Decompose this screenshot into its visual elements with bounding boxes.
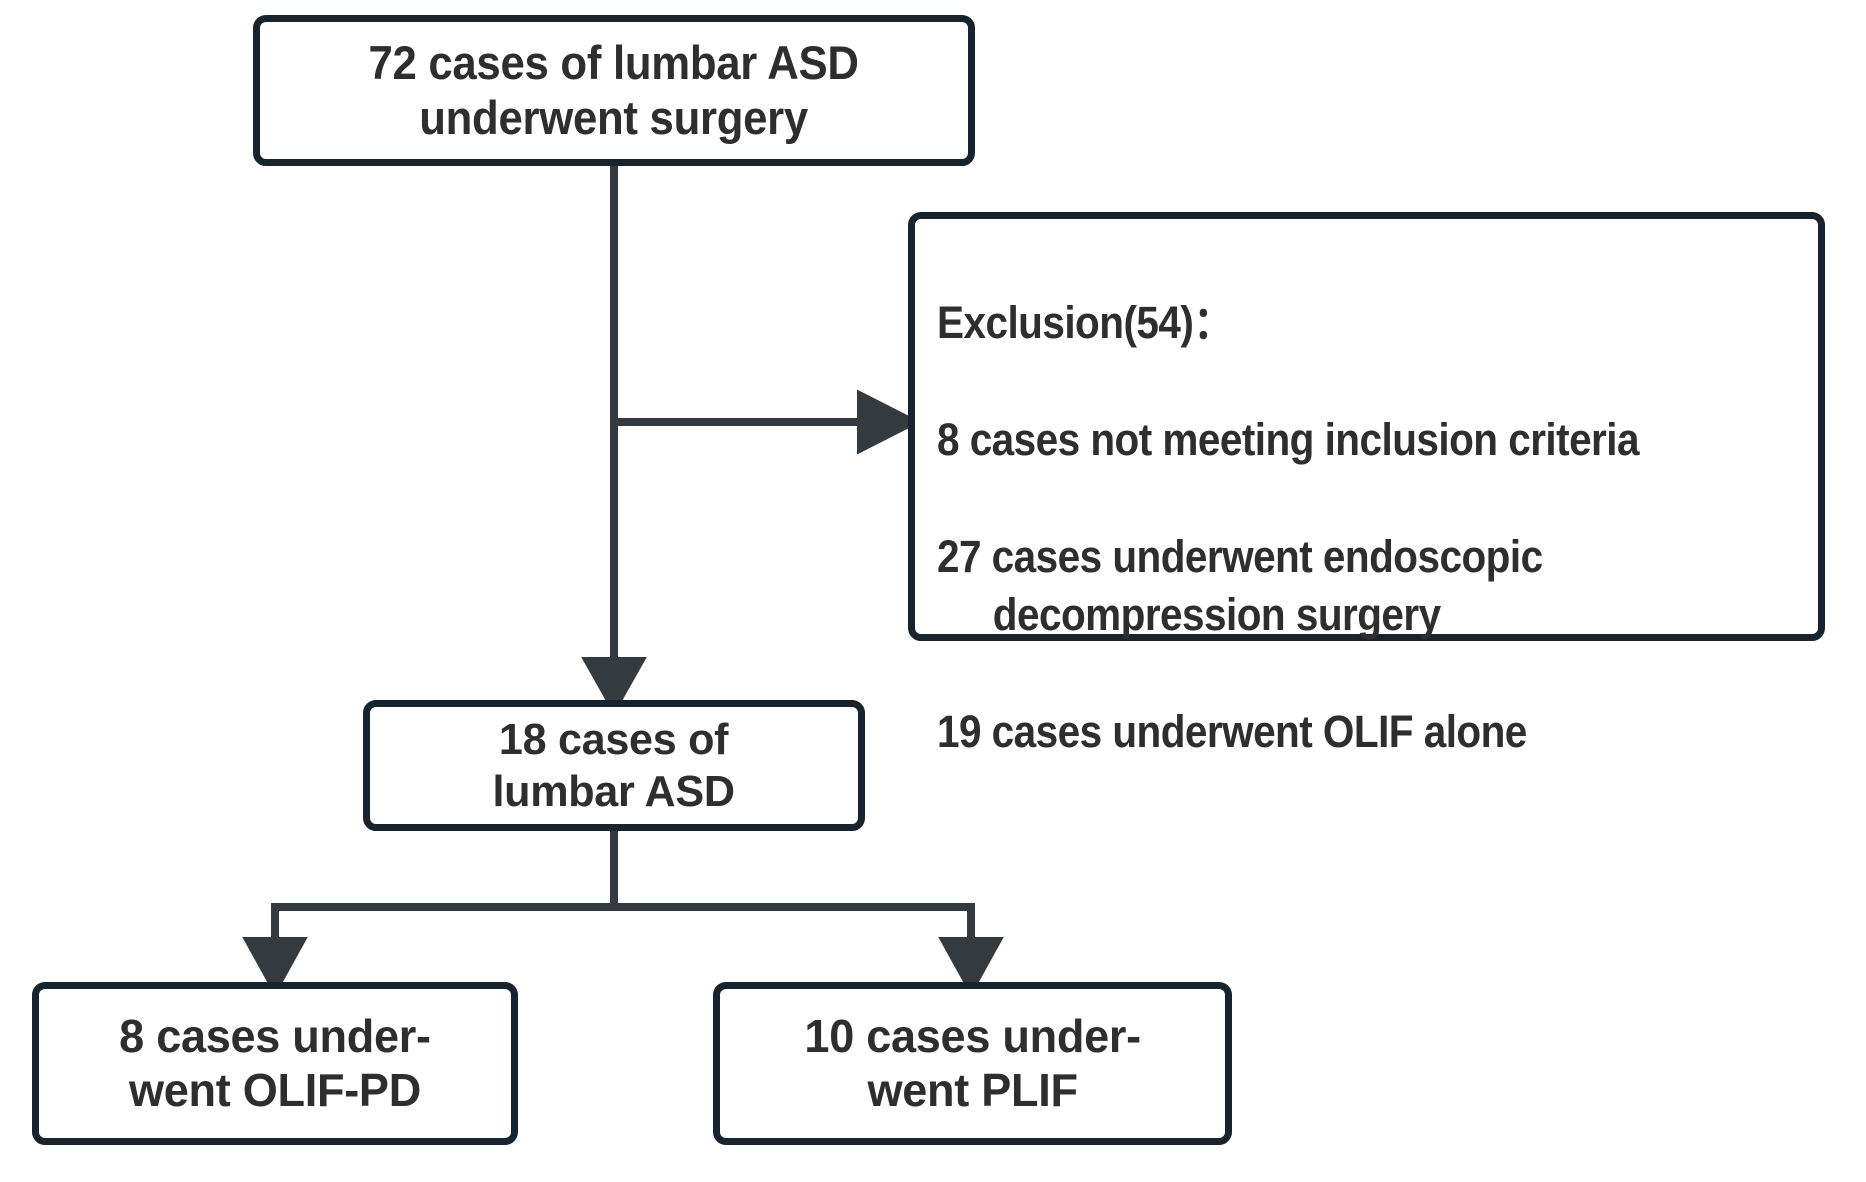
node-exclusion-box: Exclusion(54)： 8 cases not meeting inclu… xyxy=(908,212,1825,757)
node-exclusion-text: Exclusion(54)： 8 cases not meeting inclu… xyxy=(937,235,1717,820)
node-enrollment-label: 72 cases of lumbar ASD underwent surgery xyxy=(368,35,860,144)
node-included-box: 18 cases of lumbar ASD xyxy=(363,700,865,831)
exclusion-reason-3: 19 cases underwent OLIF alone xyxy=(937,706,1527,757)
node-arm-olif-pd-box: 8 cases under- went OLIF-PD xyxy=(32,982,518,1145)
exclusion-reason-2: 27 cases underwent endoscopic decompress… xyxy=(937,530,1543,641)
exclusion-heading: Exclusion(54)： xyxy=(937,296,1234,348)
arrowhead-arm-left xyxy=(242,937,308,997)
node-arm-olif-pd-label: 8 cases under- went OLIF-PD xyxy=(119,1010,431,1116)
node-enrollment-box: 72 cases of lumbar ASD underwent surgery xyxy=(253,15,975,166)
node-included-label: 18 cases of lumbar ASD xyxy=(492,715,736,816)
node-arm-plif-box: 10 cases under- went PLIF xyxy=(713,982,1232,1145)
exclusion-reason-1: 8 cases not meeting inclusion criteria xyxy=(937,413,1640,465)
arrowhead-arm-right xyxy=(938,937,1004,997)
node-arm-plif-label: 10 cases under- went PLIF xyxy=(804,1010,1141,1116)
arrowhead-exclusion xyxy=(857,389,921,455)
